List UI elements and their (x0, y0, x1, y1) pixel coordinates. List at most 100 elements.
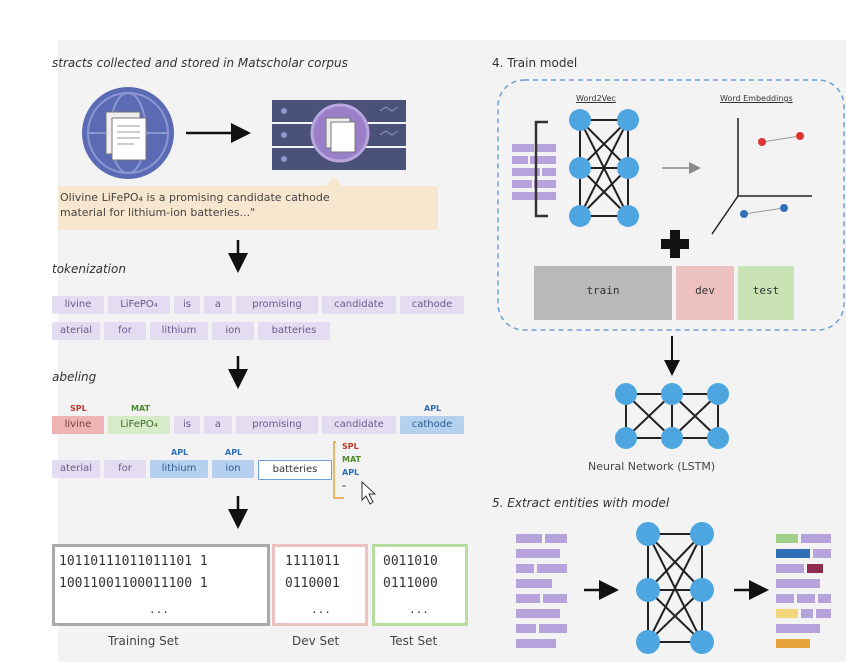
training-dots: ... (149, 603, 169, 616)
network-node (615, 383, 637, 405)
token: candidate (322, 296, 396, 314)
test-set-caption: Test Set (390, 634, 438, 648)
test-dots: ... (409, 603, 429, 616)
token: aterial (52, 460, 100, 478)
word2vec-network (569, 109, 639, 227)
tokenization-heading: tokenization (52, 262, 126, 276)
step1-heading: stracts collected and stored in Matschol… (52, 56, 348, 70)
network-node (690, 522, 714, 546)
network-edge (647, 533, 703, 591)
lstm-network (615, 383, 729, 449)
dropdown-bracket (333, 441, 344, 499)
word2vec-label: Word2Vec (576, 94, 616, 103)
network-node (661, 383, 683, 405)
quote-line-1: Olivine LiFePO₄ is a promising candidate… (60, 191, 330, 204)
token: promising (236, 416, 318, 434)
training-bits-1: 10110111011011101 1 (59, 554, 208, 569)
dev-bits-2: 0110001 (285, 576, 340, 591)
test-bits-2: 0111000 (383, 576, 438, 591)
network-node (707, 383, 729, 405)
entity-label: MAT (131, 404, 150, 413)
token: for (104, 322, 146, 340)
test-bits-1: 0011010 (383, 554, 438, 569)
embeddings-plot (711, 118, 812, 235)
split-dev-label: dev (695, 284, 715, 297)
token: promising (236, 296, 318, 314)
token: batteries (258, 460, 332, 480)
network-edge (647, 589, 703, 643)
token: batteries (258, 322, 330, 340)
network-edge (647, 533, 703, 643)
train-model-region (497, 79, 845, 331)
token: is (174, 416, 200, 434)
network-node (690, 630, 714, 654)
entity-label: APL (225, 448, 243, 457)
quote-bubble (58, 176, 438, 230)
training-set-box: 10110111011011101 1 10011001100011100 1 … (52, 544, 270, 626)
embeddings-label: Word Embeddings (720, 94, 793, 103)
dev-dots: ... (311, 603, 331, 616)
network-edge (579, 119, 629, 169)
token: livine (52, 416, 104, 434)
server-database-icon (272, 100, 406, 170)
token: for (104, 460, 146, 478)
token: candidate (322, 416, 396, 434)
word2vec-bracket (534, 120, 548, 218)
globe-documents-icon (82, 87, 174, 179)
token: ion (212, 460, 254, 478)
dropdown-option[interactable]: MAT (342, 455, 361, 464)
token: lithium (150, 322, 208, 340)
input-text-bars (516, 534, 567, 648)
dev-set-box: 1111011 0110001 ... (272, 544, 368, 626)
token: lithium (150, 460, 208, 478)
network-edge (579, 167, 629, 217)
test-set-box: 0011010 0111000 ... (372, 544, 468, 626)
network-node (661, 427, 683, 449)
cursor-icon (361, 480, 377, 505)
network-node (569, 157, 591, 179)
network-node (569, 109, 591, 131)
network-node (615, 427, 637, 449)
network-node (617, 109, 639, 131)
network-node (707, 427, 729, 449)
entity-label: APL (171, 448, 189, 457)
dev-bits-1: 1111011 (285, 554, 340, 569)
step4-heading: 4. Train model (492, 56, 578, 70)
test-block (738, 266, 794, 320)
token: cathode (400, 296, 464, 314)
output-labeled-bars (776, 534, 831, 648)
training-set-caption: Training Set (108, 634, 179, 648)
token: aterial (52, 322, 100, 340)
word2vec-input-bars (512, 144, 556, 200)
entity-label: APL (424, 404, 442, 413)
token: a (204, 416, 232, 434)
split-test-label: test (752, 284, 780, 297)
train-block (534, 266, 672, 320)
network-node (636, 630, 660, 654)
network-node (636, 522, 660, 546)
extraction-network (636, 522, 714, 654)
dropdown-option[interactable]: – (342, 481, 346, 490)
network-node (690, 578, 714, 602)
network-node (617, 157, 639, 179)
token: livine (52, 296, 104, 314)
token: ion (212, 322, 254, 340)
token: LiFePO₄ (108, 296, 170, 314)
token: LiFePO₄ (108, 416, 170, 434)
plus-icon (661, 230, 689, 258)
labeling-heading: abeling (52, 370, 97, 384)
token: cathode (400, 416, 464, 434)
quote-line-2: material for lithium-ion batteries..." (60, 206, 256, 219)
dropdown-option[interactable]: APL (342, 468, 360, 477)
network-node (569, 205, 591, 227)
network-edge (579, 119, 629, 217)
dropdown-option[interactable]: SPL (342, 442, 359, 451)
network-node (636, 578, 660, 602)
dev-set-caption: Dev Set (292, 634, 340, 648)
network-node (617, 205, 639, 227)
token: is (174, 296, 200, 314)
dev-block (676, 266, 734, 320)
lstm-caption: Neural Network (LSTM) (588, 460, 716, 473)
step5-heading: 5. Extract entities with model (492, 496, 670, 510)
split-train-label: train (586, 284, 620, 297)
